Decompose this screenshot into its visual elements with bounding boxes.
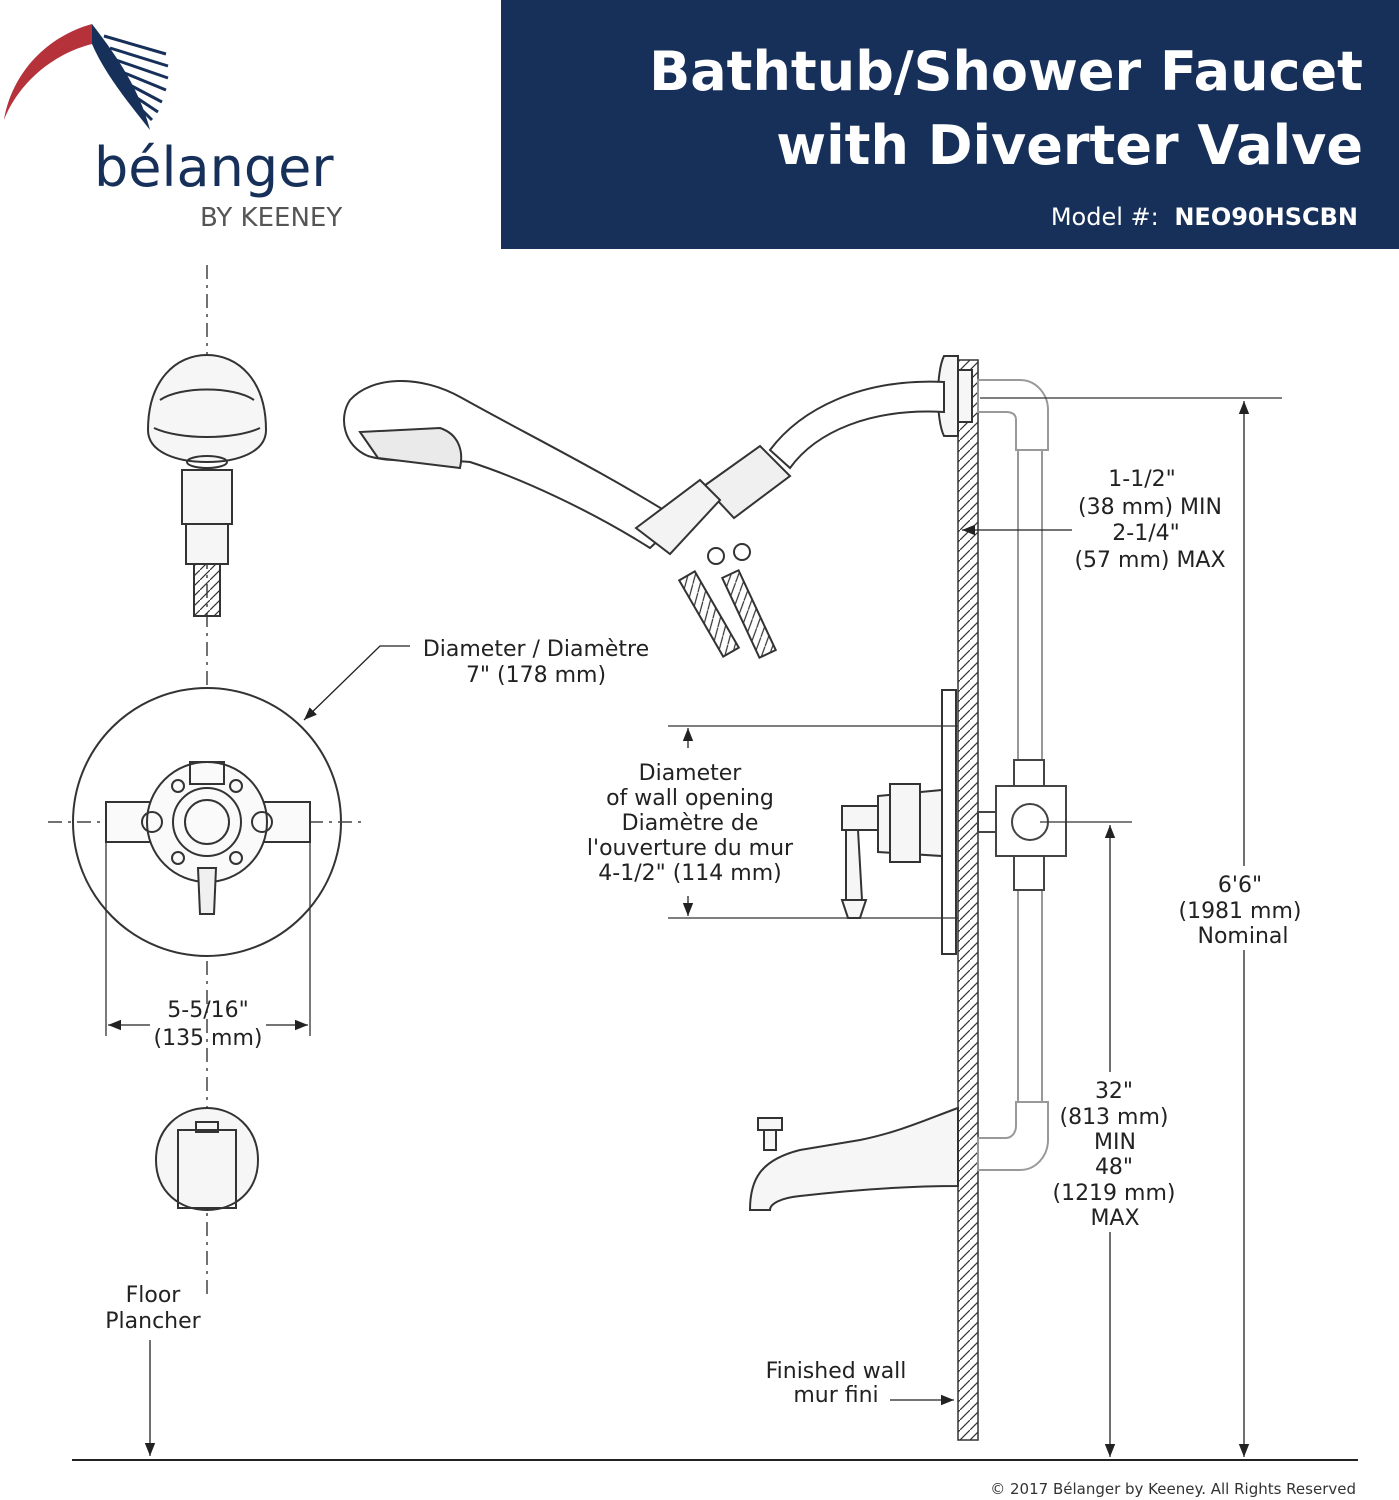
arm-depth-max-imperial: 2-1/4": [1112, 521, 1179, 546]
finished-wall-label-fr: mur fini: [793, 1383, 878, 1408]
floor-label-fr: Plancher: [105, 1309, 201, 1334]
arm-depth-dimension: 1-1/2" (38 mm) MIN 2-1/4" (57 mm) MAX: [962, 467, 1226, 573]
valve-body: [977, 759, 1067, 891]
shower-height-imperial: 6'6": [1218, 873, 1262, 898]
title-line-1: Bathtub/Shower Faucet: [649, 40, 1363, 103]
floor-label: Floor Plancher: [105, 1283, 202, 1456]
shower-height-metric: (1981 mm): [1178, 899, 1301, 924]
trim-plate-front-view: [48, 687, 366, 957]
logo-red-swoosh: [4, 24, 92, 120]
wall-opening-line-3: Diamètre de: [622, 811, 759, 836]
shower-flange: [937, 355, 973, 437]
arm-depth-min-imperial: 1-1/2": [1108, 467, 1175, 492]
spout-height-min-metric: (813 mm): [1059, 1105, 1168, 1130]
shower-height-note: Nominal: [1198, 924, 1289, 949]
wall-opening-line-5: 4-1/2" (114 mm): [598, 861, 781, 886]
title-block: Bathtub/Shower Faucet with Diverter Valv…: [501, 0, 1399, 249]
spout-height-max-label: MAX: [1090, 1206, 1139, 1231]
spout-height-min-label: MIN: [1094, 1130, 1136, 1155]
trim-plate-side-view: [941, 689, 957, 955]
valve-width-dimension: 5-5/16" (135 mm): [105, 842, 311, 1051]
model-label: Model #:: [1051, 203, 1159, 231]
finished-wall-label-en: Finished wall: [766, 1359, 907, 1384]
shower-height-dimension: 6'6" (1981 mm) Nominal: [980, 397, 1302, 1457]
spout-height-max-imperial: 48": [1095, 1155, 1133, 1180]
model-line: Model #: NEO90HSCBN: [1051, 203, 1358, 231]
logo-stripes: [103, 34, 169, 122]
showerhead-front-view: [146, 353, 268, 617]
floor-label-en: Floor: [126, 1283, 182, 1308]
wall-opening-line-1: Diameter: [639, 761, 743, 786]
brand-subname: BY KEENEY: [200, 203, 342, 233]
logo-navy-swoosh: [92, 24, 150, 130]
valve-handle-side-view: [840, 783, 943, 919]
spout-height-dimension: 32" (813 mm) MIN 48" (1219 mm) MAX: [1040, 821, 1176, 1457]
spout-height-max-metric: (1219 mm): [1052, 1181, 1175, 1206]
copyright-notice: © 2017 Bélanger by Keeney. All Rights Re…: [990, 1480, 1356, 1498]
wall-opening-line-2: of wall opening: [606, 786, 774, 811]
arm-depth-max-metric: (57 mm) MAX: [1074, 548, 1225, 573]
spout-height-min-imperial: 32": [1095, 1079, 1133, 1104]
brand-logo: bélanger BY KEENEY: [4, 24, 342, 233]
plate-diameter-value: 7" (178 mm): [466, 663, 606, 688]
tub-spout-side-view: [748, 1106, 959, 1211]
title-background: [501, 0, 1399, 249]
finished-wall-callout: Finished wall mur fini: [766, 1359, 954, 1408]
spout-front-view: [154, 1106, 260, 1212]
handheld-shower-side-view: [343, 380, 945, 660]
valve-width-imperial: 5-5/16": [167, 998, 248, 1023]
plate-diameter-callout: Diameter / Diamètre 7" (178 mm): [303, 637, 649, 721]
title-line-2: with Diverter Valve: [776, 114, 1363, 177]
arm-depth-min-metric: (38 mm) MIN: [1078, 495, 1222, 520]
wall-opening-dimension: Diameter of wall opening Diamètre de l'o…: [587, 725, 958, 919]
valve-width-metric: (135 mm): [153, 1026, 262, 1051]
plate-diameter-label: Diameter / Diamètre: [423, 637, 649, 662]
brand-name: bélanger: [94, 136, 334, 199]
wall-opening-line-4: l'ouverture du mur: [587, 836, 794, 861]
model-number: NEO90HSCBN: [1174, 203, 1358, 231]
finished-wall: [957, 359, 979, 1441]
